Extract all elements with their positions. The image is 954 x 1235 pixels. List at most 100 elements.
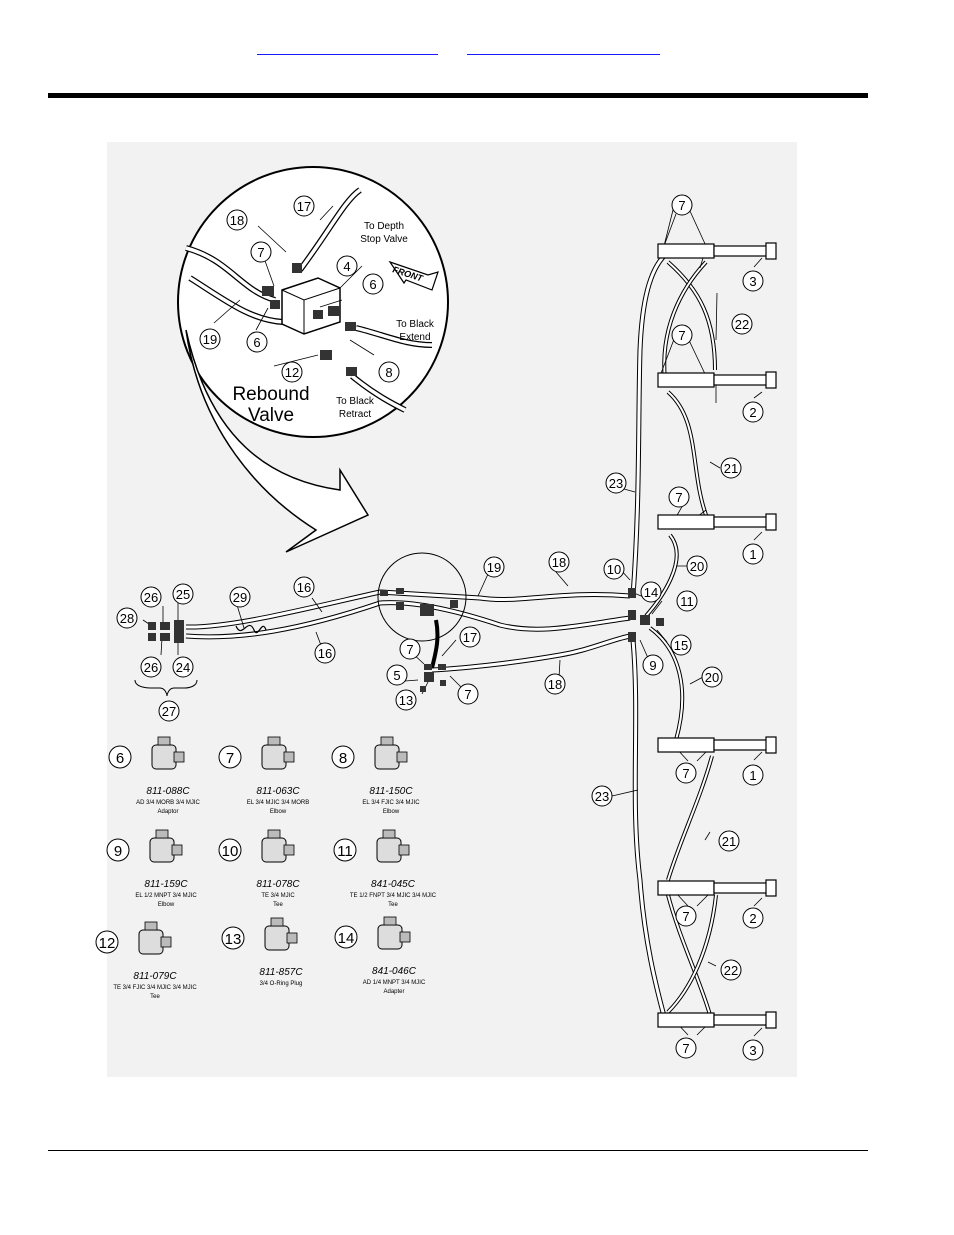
cylinders [657,242,777,1029]
fitting-icon [376,837,402,863]
callout-r7a: 7 [671,194,693,216]
callout-d4: 4 [336,255,358,277]
part-code: 811-063C [256,786,300,797]
header-link-2[interactable] [467,44,660,55]
callout-circle [314,642,336,664]
callout-circle [670,634,692,656]
callout-number: 21 [724,461,738,476]
callout-d8: 8 [378,361,400,383]
retract-label-2: Retract [339,409,371,420]
callout-r11: 11 [676,590,698,612]
callout-number: 18 [230,213,244,228]
part-name: Tee [388,902,398,908]
part-code: 811-159C [144,879,188,890]
callout-r7b: 7 [671,324,693,346]
callout-r20b: 20 [701,666,723,688]
callout-number: 23 [609,476,623,491]
callout-circle [199,328,221,350]
fitting-icon [374,744,400,770]
fitting-port-icon [286,932,298,944]
part-number-circle [218,838,242,862]
callout-number: 23 [595,789,609,804]
part-number-circle [333,838,357,862]
fitting-port-icon [396,751,408,763]
fitting-port-icon [270,917,284,927]
part-number: 11 [337,843,353,860]
fitting-port-icon [382,829,396,839]
callout-circle [140,656,162,678]
part-code: 811-078C [256,879,300,890]
callout-number: 15 [674,638,688,653]
part-name: Elbow [270,809,287,815]
callout-d6b: 6 [246,331,268,353]
callout-circle [675,905,697,927]
callout-r3b: 3 [742,1039,764,1061]
callout-d7: 7 [250,241,272,263]
callout-r9: 9 [642,654,664,676]
part-name: Adaptor [157,809,178,815]
part-number: 8 [339,750,347,767]
part-description: AD 1/4 MNPT 3/4 MJIC [363,980,426,986]
part-description: TE 3/4 MJIC [261,893,295,899]
callout-circle [676,590,698,612]
header-rule [48,93,868,98]
callout-circle [116,607,138,629]
callout-number: 7 [682,1041,689,1056]
callout-circle [158,700,180,722]
callout-circle [548,551,570,573]
part-code: 811-150C [369,786,413,797]
callout-number: 26 [144,660,158,675]
callout-number: 8 [385,365,392,380]
callout-r14: 14 [640,581,662,603]
callout-r21b: 21 [718,830,740,852]
callout-l26a: 26 [140,586,162,608]
part-name: Tee [150,994,160,1000]
depth-stop-label-1: To Depth [364,221,404,232]
extend-label-2: Extend [399,332,430,343]
callout-circle [591,785,613,807]
callout-r15: 15 [670,634,692,656]
part-number-circle [218,745,242,769]
hose-routing [134,197,763,1037]
header-link-1[interactable] [257,44,438,55]
part-number: 12 [99,935,116,952]
callout-number: 10 [607,562,621,577]
callout-circle [140,586,162,608]
callout-circle [246,331,268,353]
callout-number: 24 [176,660,190,675]
part-number: 13 [225,931,242,948]
callout-l16b: 16 [314,642,336,664]
callout-number: 7 [678,198,685,213]
callout-r3a: 3 [742,270,764,292]
left-couplers [148,588,664,692]
fitting-icon [261,744,287,770]
part-code: 811-079C [133,971,177,982]
callout-number: 29 [233,590,247,605]
fitting-port-icon [144,921,158,931]
part-code: 841-046C [372,966,417,977]
fitting-icon [264,925,290,951]
callout-r22a: 22 [731,313,753,335]
callout-number: 7 [682,909,689,924]
callout-circle [293,576,315,598]
callout-number: 26 [144,590,158,605]
callout-circle [544,673,566,695]
callout-number: 3 [749,274,756,289]
callout-circle [742,764,764,786]
callout-circle [671,194,693,216]
part-description: AD 3/4 MORB 3/4 MJIC [136,800,200,806]
callout-number: 4 [343,259,350,274]
callout-number: 22 [724,963,738,978]
hydraulic-diagram-figure: FRONT To Depth Stop Valve To Black Exten… [95,142,797,1077]
part-code: 811-857C [259,967,303,978]
fitting-port-icon [383,916,397,926]
callout-circle [605,472,627,494]
callout-r7c: 7 [668,486,690,508]
part-number-circle [106,838,130,862]
callout-d17: 17 [293,195,315,217]
callout-circle [742,543,764,565]
fitting-icon [138,929,164,955]
